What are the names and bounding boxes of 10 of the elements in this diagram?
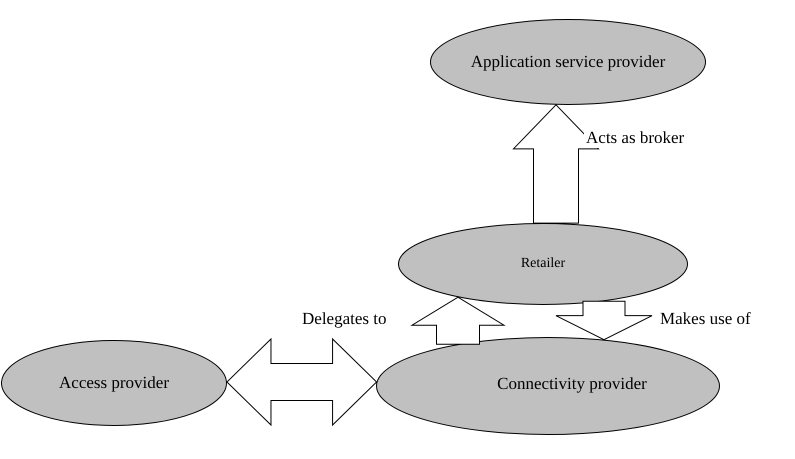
edge-label: Delegates to [300, 309, 388, 329]
node-label: Access provider [59, 373, 169, 393]
node-label: Application service provider [470, 52, 666, 72]
block-arrow [410, 296, 506, 345]
block-arrow [512, 104, 600, 224]
node-label: Retailer [520, 256, 566, 272]
edge-label: Acts as broker [584, 128, 686, 148]
block-arrow [226, 338, 378, 426]
node-label: Connectivity provider [497, 374, 647, 394]
block-arrow [556, 300, 652, 340]
